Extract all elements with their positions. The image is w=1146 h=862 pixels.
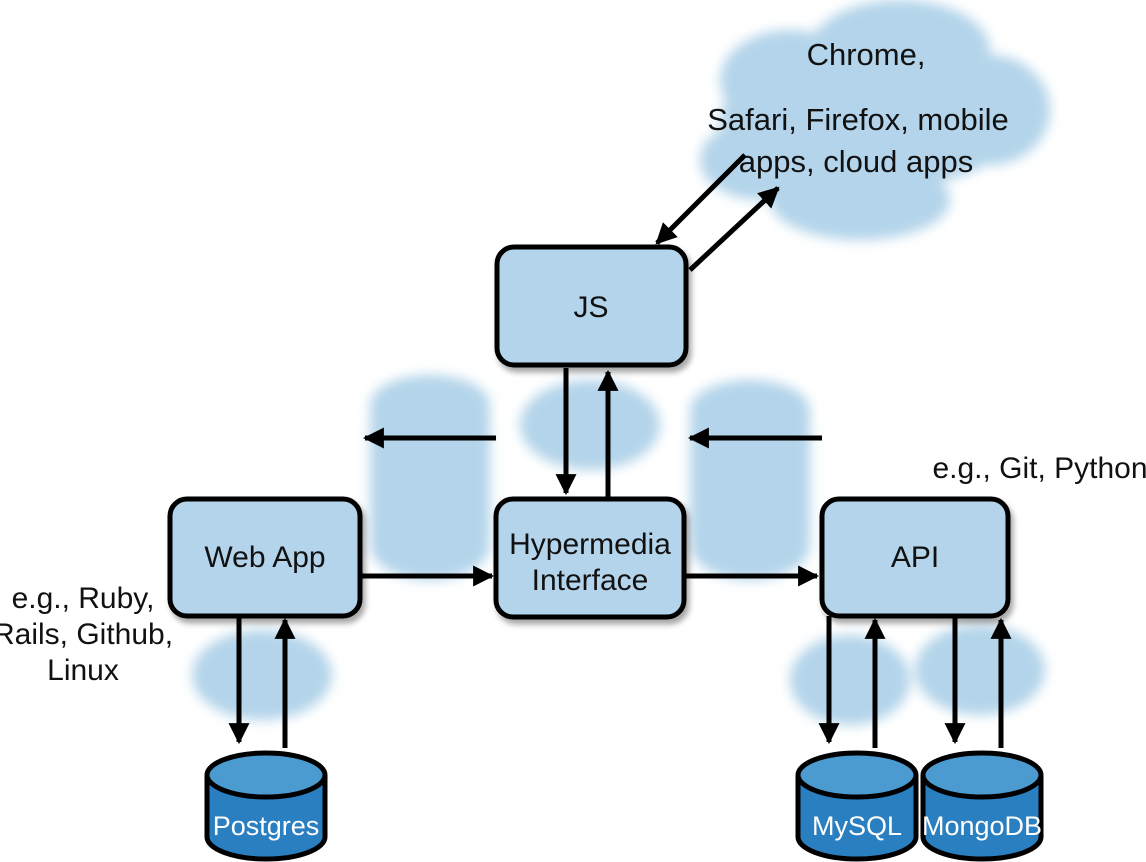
cloud-js-hypermedia: [520, 380, 660, 470]
db-postgres[interactable]: Postgres: [204, 750, 328, 862]
cloud-label-line2: Safari, Firefox, mobile: [707, 102, 1009, 137]
cloud-label: Chrome, Safari, Firefox, mobile apps, cl…: [707, 37, 1009, 179]
cloud-webapp-postgres: [192, 630, 332, 720]
cloud-label-line1: Chrome,: [807, 37, 926, 72]
node-api-label: API: [891, 541, 939, 574]
cloud-webapp-hypermedia: [370, 375, 490, 580]
node-web-app-label: Web App: [204, 541, 325, 574]
node-js-label: JS: [573, 291, 608, 324]
webapp-examples-line3: Linux: [47, 654, 119, 687]
api-examples-line1: e.g., Git, Python: [932, 452, 1146, 485]
node-api[interactable]: API: [819, 496, 1011, 619]
api-examples-note: e.g., Git, Python: [932, 452, 1146, 485]
edge-cloud-to-js: [655, 153, 747, 245]
cloud-api-databases: [790, 625, 1045, 725]
node-js[interactable]: JS: [494, 244, 689, 368]
db-mysql-label: MySQL: [812, 811, 902, 841]
db-mongodb-label: MongoDB: [922, 811, 1042, 841]
edges: [228, 153, 1012, 748]
db-mongodb[interactable]: MongoDB: [920, 750, 1044, 862]
cloud-background-browsers: [700, 0, 1050, 240]
edge-js-to-cloud: [688, 186, 780, 272]
cloud-label-line3: apps, cloud apps: [739, 144, 973, 179]
db-postgres-label: Postgres: [213, 811, 320, 841]
node-hypermedia-label-line2: Interface: [532, 564, 649, 597]
node-hypermedia-interface[interactable]: Hypermedia Interface: [493, 496, 687, 620]
db-mysql[interactable]: MySQL: [795, 750, 919, 862]
webapp-examples-line2: Rails, Github,: [0, 618, 173, 651]
node-hypermedia-label-line1: Hypermedia: [509, 528, 671, 561]
webapp-examples-line1: e.g., Ruby,: [12, 582, 155, 615]
cloud-hypermedia-api: [690, 380, 810, 580]
node-web-app[interactable]: Web App: [167, 496, 363, 619]
webapp-examples-note: e.g., Ruby, Rails, Github, Linux: [0, 582, 173, 687]
